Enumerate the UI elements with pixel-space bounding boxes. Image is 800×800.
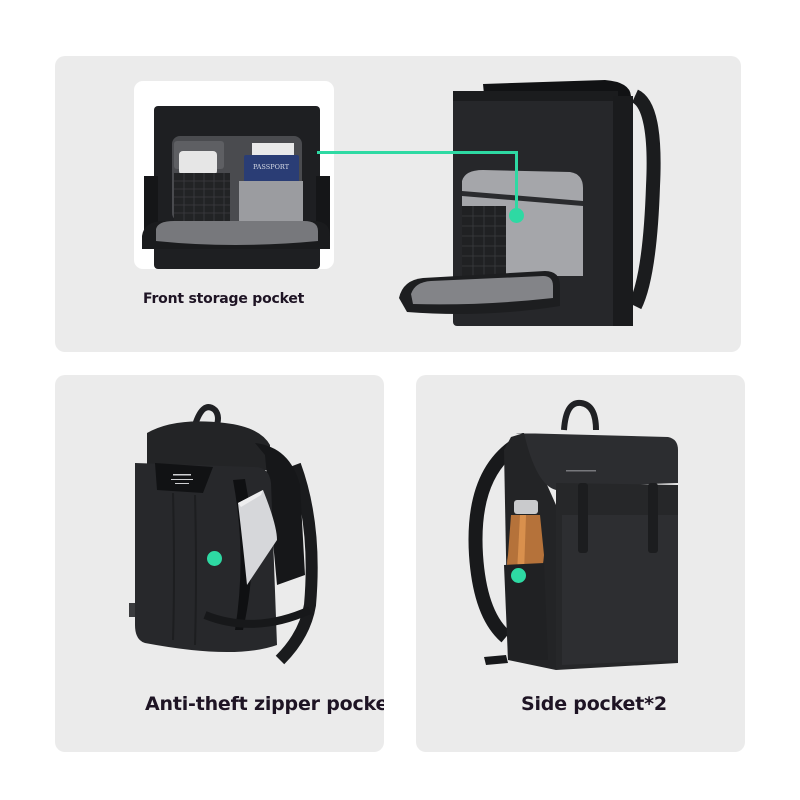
caption-front-storage-pocket: Front storage pocket [143, 291, 305, 307]
feature-panel-anti-theft: Anti-theft zipper pocket [55, 375, 384, 752]
callout-dot-marker-icon [207, 551, 222, 566]
front-pocket-closeup-inset: PASSPORT [134, 81, 334, 269]
feature-panel-side-pocket: Side pocket*2 [416, 375, 745, 752]
callout-dot-marker-icon [511, 568, 526, 583]
caption-side-pocket: Side pocket*2 [521, 693, 667, 715]
feature-panel-front-storage: PASSPORT Front sto [55, 56, 741, 352]
callout-connector-horizontal [317, 151, 518, 154]
side-pocket-backpack-illustration [468, 399, 678, 670]
anti-theft-backpack-illustration [129, 404, 318, 665]
callout-dot-marker-icon [509, 208, 524, 223]
passport-label: PASSPORT [253, 163, 290, 171]
front-pocket-closeup-illustration: PASSPORT [142, 106, 330, 269]
front-pocket-open-backpack-illustration [399, 80, 661, 326]
caption-anti-theft-zipper-pocket: Anti-theft zipper pocket [145, 693, 384, 715]
callout-connector-vertical [515, 151, 518, 213]
